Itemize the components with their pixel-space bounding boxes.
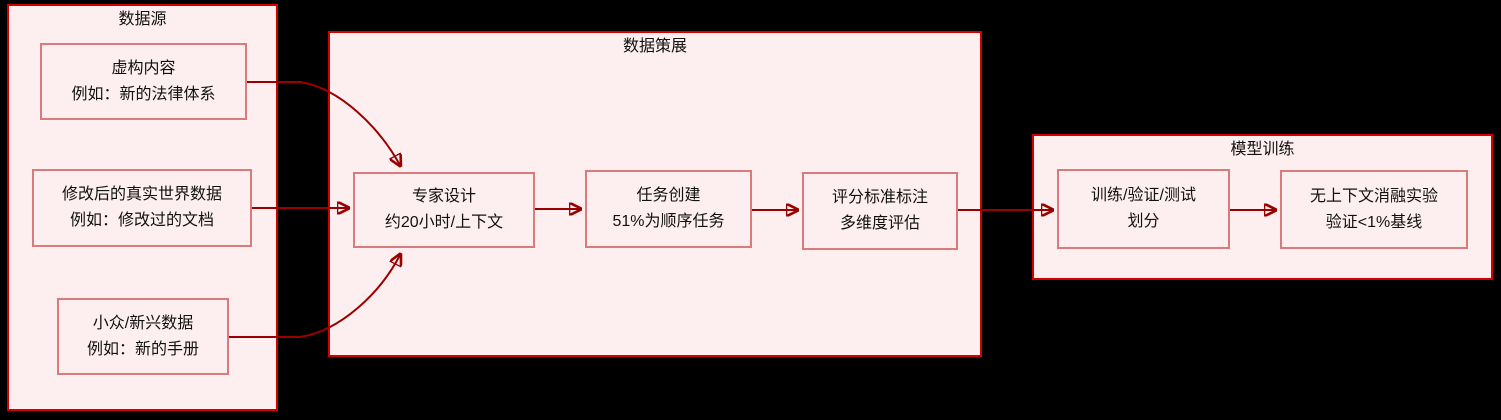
node-line: 无上下文消融实验 <box>1309 187 1438 205</box>
group-title-data-curation: 数据策展 <box>622 38 687 55</box>
node-line: 约20小时/上下文 <box>384 214 504 231</box>
node-line: 51%为顺序任务 <box>612 213 725 230</box>
node-fictional-content: 虚构内容 例如：新的法律体系 <box>40 43 247 120</box>
node-line: 例如：修改过的文档 <box>69 212 214 229</box>
node-line: 修改后的真实世界数据 <box>61 186 222 203</box>
node-line: 验证<1%基线 <box>1325 213 1423 231</box>
node-train-val-test-split: 训练/验证/测试 划分 <box>1057 169 1230 249</box>
node-expert-design: 专家设计 约20小时/上下文 <box>353 172 535 248</box>
node-line: 例如：新的法律体系 <box>71 85 216 103</box>
node-line: 例如：新的手册 <box>86 340 199 358</box>
node-line: 评分标准标注 <box>831 189 928 206</box>
group-title-data-sources: 数据源 <box>118 11 167 28</box>
node-modified-real-world-data: 修改后的真实世界数据 例如：修改过的文档 <box>32 169 252 247</box>
node-line: 训练/验证/测试 <box>1091 187 1196 204</box>
node-line: 划分 <box>1127 213 1160 230</box>
node-line: 任务创建 <box>636 187 701 204</box>
node-no-context-ablation: 无上下文消融实验 验证<1%基线 <box>1280 170 1468 249</box>
node-rubric-annotation: 评分标准标注 多维度评估 <box>802 172 958 250</box>
group-title-model-training: 模型训练 <box>1230 141 1295 158</box>
node-line: 小众/新兴数据 <box>92 314 194 332</box>
node-line: 专家设计 <box>411 188 476 205</box>
node-task-creation: 任务创建 51%为顺序任务 <box>585 170 752 248</box>
node-niche-emerging-data: 小众/新兴数据 例如：新的手册 <box>57 298 229 375</box>
node-line: 虚构内容 <box>111 59 176 77</box>
node-line: 多维度评估 <box>839 215 920 232</box>
